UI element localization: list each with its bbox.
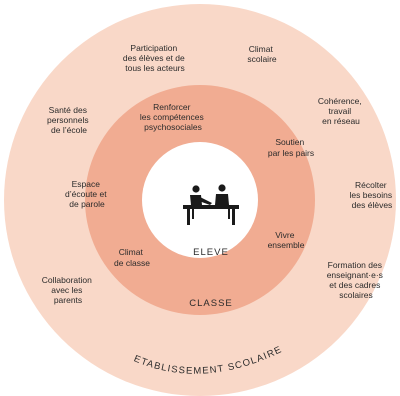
outer-item: Participation des élèves et de tous les … [123,43,187,73]
middle-item: Soutien par les pairs [268,137,314,158]
outer-item: Collaboration avec les parents [42,275,94,305]
middle-item: Renforcer les compétences psychosociales [140,102,206,132]
outer-item: Récolter les besoins des élèves [350,180,395,210]
middle-item: Climat de classe [114,247,150,268]
middle-item: Espace d’écoute et de parole [65,179,109,209]
students-at-desk-icon [183,184,239,225]
middle-ring-label: CLASSE [189,298,233,309]
outer-item: Cohérence, travail en réseau [318,96,364,126]
middle-item: Vivre ensemble [268,230,305,250]
outer-item: Climat scolaire [247,44,277,64]
center-label: ELEVE [193,247,229,258]
outer-item: Formation des enseignant·e·s et des cadr… [327,260,386,300]
outer-item: Santé des personnels de l’école [47,105,91,135]
